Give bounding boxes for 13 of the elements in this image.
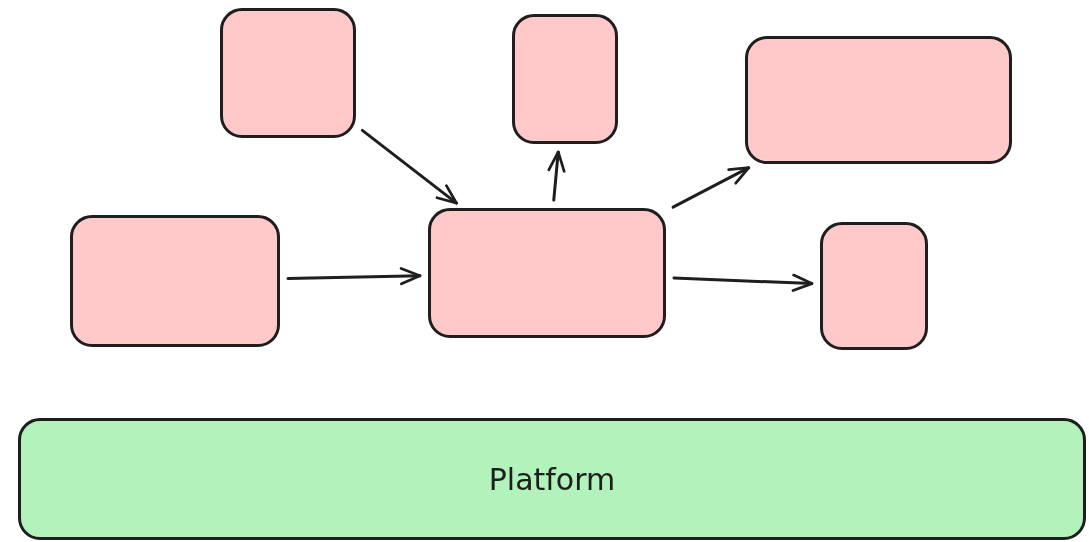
empty-box (512, 14, 618, 144)
empty-box (70, 215, 280, 347)
arrow (671, 166, 751, 209)
bar-label: Platform (488, 460, 616, 499)
empty-box (220, 8, 356, 138)
arrow (360, 128, 458, 205)
empty-box (820, 222, 928, 350)
platform-bar (18, 418, 1086, 540)
arrow (547, 150, 566, 202)
empty-box (428, 208, 666, 338)
empty-box (745, 36, 1012, 164)
arrow (286, 267, 422, 286)
arrow (672, 273, 814, 292)
